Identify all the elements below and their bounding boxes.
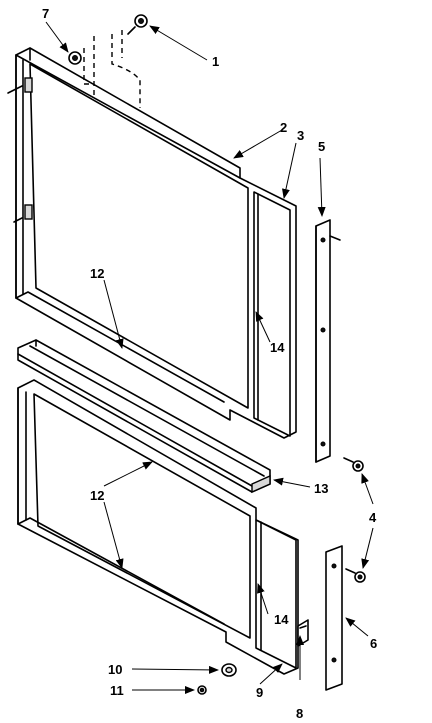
callout-12-middle: 12 xyxy=(90,488,104,503)
screw-1 xyxy=(127,14,148,35)
callout-14-upper: 14 xyxy=(270,340,285,355)
callout-11: 11 xyxy=(110,683,124,698)
callout-4: 4 xyxy=(369,510,377,525)
lower-trim-strip xyxy=(255,519,297,669)
callout-9: 9 xyxy=(256,685,263,700)
callout-7: 7 xyxy=(42,6,49,21)
screw-7 xyxy=(68,51,82,65)
callout-5: 5 xyxy=(318,139,325,154)
callout-3: 3 xyxy=(297,128,304,143)
callout-2: 2 xyxy=(280,120,287,135)
callout-1: 1 xyxy=(212,54,219,69)
upper-door-panel xyxy=(7,47,297,439)
callout-13: 13 xyxy=(314,481,328,496)
cross-bracket xyxy=(17,339,271,494)
callout-12-upper: 12 xyxy=(90,266,104,281)
lower-door-panel xyxy=(17,379,299,675)
screw-4-lower xyxy=(345,568,366,583)
side-trim-lower xyxy=(325,545,343,691)
dashed-handle-outline xyxy=(83,30,141,108)
leader-lines xyxy=(45,21,374,694)
upper-trim-strip xyxy=(253,191,291,437)
callout-8: 8 xyxy=(296,706,303,721)
side-trim-upper xyxy=(315,219,341,463)
callout-14-lower: 14 xyxy=(274,612,289,627)
screw-4-upper xyxy=(343,457,364,472)
washer-10 xyxy=(221,663,237,677)
callout-6: 6 xyxy=(370,636,377,651)
screw-11 xyxy=(197,685,207,695)
callout-10: 10 xyxy=(108,662,122,677)
callout-labels: 1 2 3 5 7 12 14 13 12 4 14 6 10 11 9 8 xyxy=(42,6,377,721)
